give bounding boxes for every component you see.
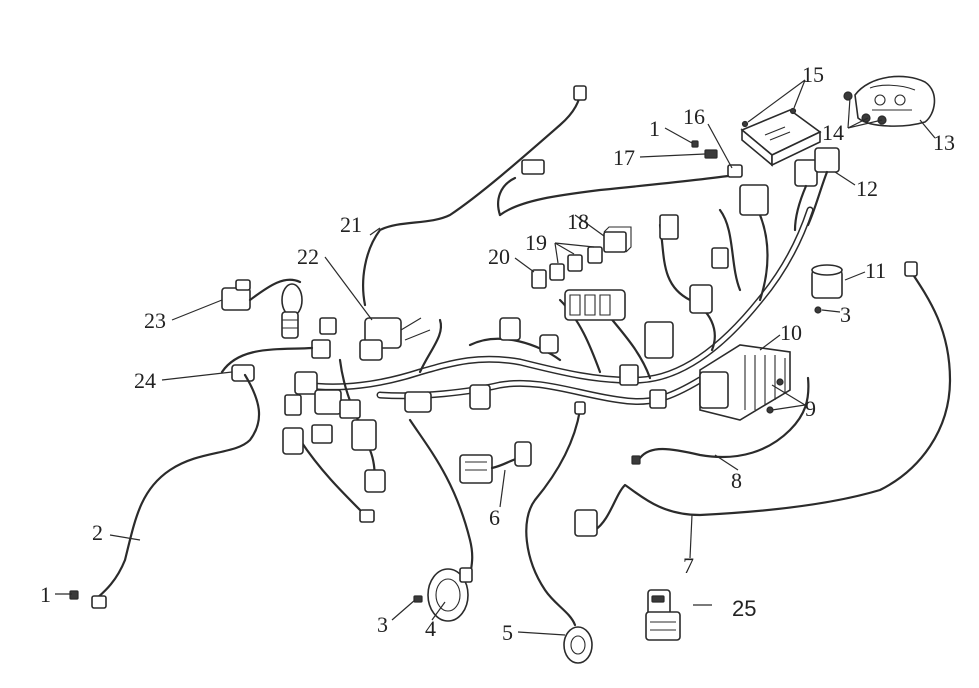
part-18-relay: [603, 226, 632, 253]
part-20-relay: [531, 269, 547, 289]
callout-7: 7: [683, 553, 694, 578]
part-21-cable: [362, 85, 737, 307]
callout-labels: 1 2 3 4 5 6 7 8 9 10 11 3 12 13 14 15 16…: [40, 62, 955, 645]
callout-8: 8: [731, 468, 742, 493]
callout-25: 25: [732, 596, 756, 621]
callout-24: 24: [134, 368, 156, 393]
callout-16: 16: [683, 104, 705, 129]
callout-3-left: 3: [377, 612, 388, 637]
callout-20: 20: [488, 244, 510, 269]
callout-9: 9: [805, 396, 816, 421]
callout-15: 15: [802, 62, 824, 87]
part-5-cable: [525, 401, 593, 664]
part-15-module: [740, 107, 822, 167]
callout-3-right: 3: [840, 302, 851, 327]
leader-lines: [55, 79, 936, 636]
callout-22: 22: [297, 244, 319, 269]
part-16-17-connectors: [691, 140, 743, 178]
callout-14: 14: [822, 120, 844, 145]
part-12-connectors: [793, 147, 840, 232]
callout-2: 2: [92, 520, 103, 545]
callout-11: 11: [865, 258, 886, 283]
part-6-relay: [459, 441, 532, 484]
part-25-connector: [645, 589, 681, 641]
callout-4: 4: [425, 616, 436, 641]
callout-23: 23: [144, 308, 166, 333]
callout-6: 6: [489, 505, 500, 530]
callout-19: 19: [525, 230, 547, 255]
part-2-cable: [69, 373, 261, 609]
part-23-sensor: [221, 278, 303, 339]
callout-18: 18: [567, 209, 589, 234]
callout-1-bottom: 1: [40, 582, 51, 607]
part-24-connector: [220, 346, 314, 382]
part-22-ignition-coil: [359, 317, 431, 361]
harness-connectors: [282, 184, 769, 523]
callout-5: 5: [502, 620, 513, 645]
callout-13: 13: [933, 130, 955, 155]
part-19-relays: [549, 246, 603, 281]
callout-17: 17: [613, 145, 635, 170]
part-7-cable: [574, 261, 952, 537]
part-13-meter: [854, 75, 936, 127]
callout-21: 21: [340, 212, 362, 237]
part-10-regulator: [699, 344, 791, 421]
part-4-horn: [413, 567, 473, 622]
callout-1-top: 1: [649, 116, 660, 141]
part-11-relay: [811, 264, 843, 314]
callout-10: 10: [780, 320, 802, 345]
part-8-cable: [631, 376, 810, 465]
callout-12: 12: [856, 176, 878, 201]
